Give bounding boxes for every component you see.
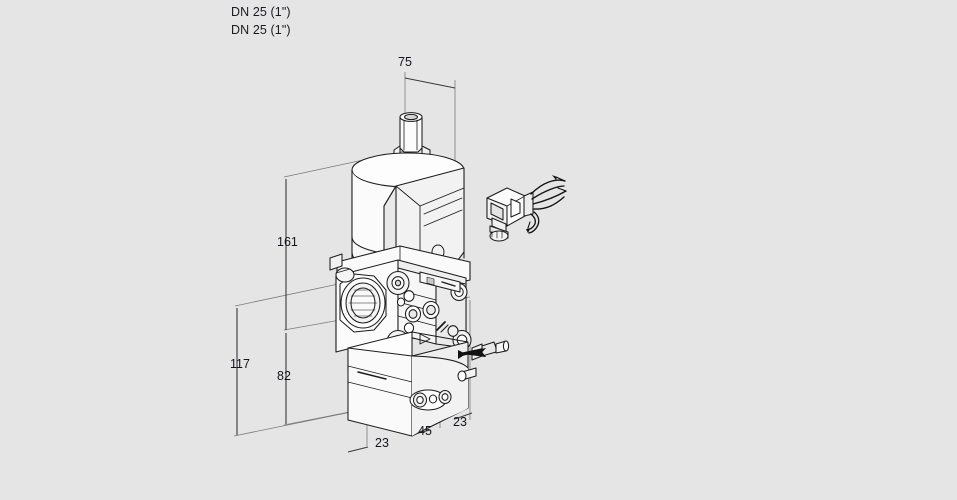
threaded-inlet-flange — [339, 273, 387, 333]
dimension-line-23r-b — [454, 412, 473, 420]
dimension-label-23-left: 23 — [375, 436, 389, 450]
port-label-bottom: DN 25 (1") — [231, 23, 291, 37]
regulator-housing — [347, 331, 477, 437]
vent-port — [409, 389, 452, 411]
dimension-label-82: 82 — [277, 369, 291, 383]
din-electrical-connector — [486, 187, 534, 242]
dimension-label-75: 75 — [398, 55, 412, 69]
port-label-top: DN 25 (1") — [231, 5, 291, 19]
dimension-line-23-left — [347, 446, 369, 453]
valve-assembly — [329, 112, 567, 437]
dimension-line-75 — [404, 77, 456, 89]
dimension-label-45: 45 — [418, 424, 432, 438]
adjustment-screw — [393, 112, 431, 163]
extension-lines — [233, 72, 471, 446]
dimension-label-161: 161 — [277, 235, 298, 249]
dimension-label-117: 117 — [230, 357, 250, 371]
dimension-label-23-right: 23 — [453, 415, 467, 429]
